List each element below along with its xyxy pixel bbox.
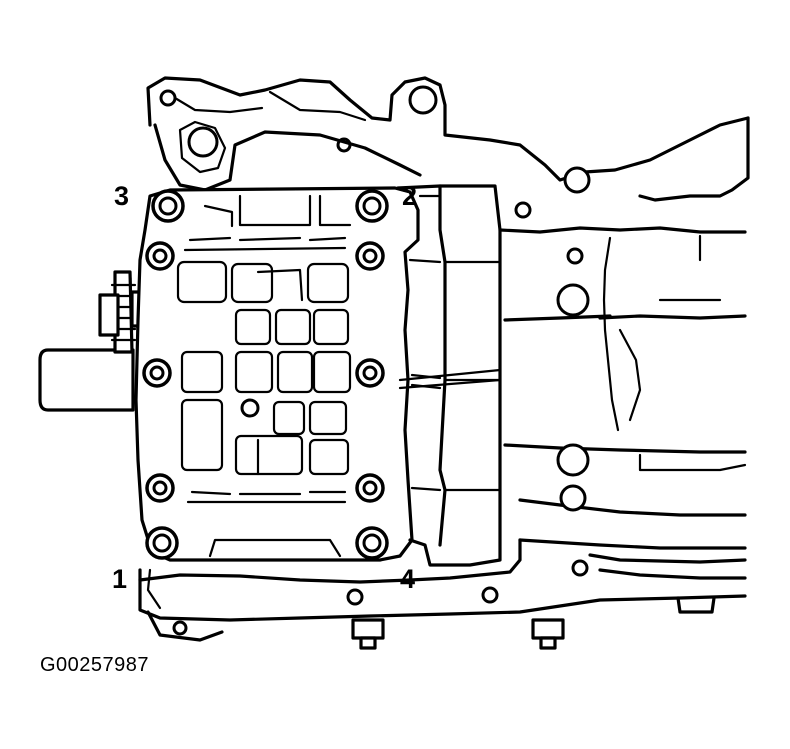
bolt-2-marker — [355, 189, 389, 223]
callout-label-1: 1 — [112, 564, 128, 594]
case-housing — [138, 76, 750, 650]
bolt-4-marker — [355, 526, 389, 560]
bolt-1-marker — [145, 526, 179, 560]
shift-cover-plate — [134, 184, 502, 567]
input-shaft — [38, 270, 158, 412]
bolt-3-marker — [151, 189, 185, 223]
callout-label-4: 4 — [400, 564, 416, 594]
callout-label-2: 2 — [402, 181, 418, 211]
cover-bolts — [142, 189, 389, 560]
callout-label-3: 3 — [114, 181, 130, 211]
figure-id-caption: G00257987 — [40, 654, 150, 676]
